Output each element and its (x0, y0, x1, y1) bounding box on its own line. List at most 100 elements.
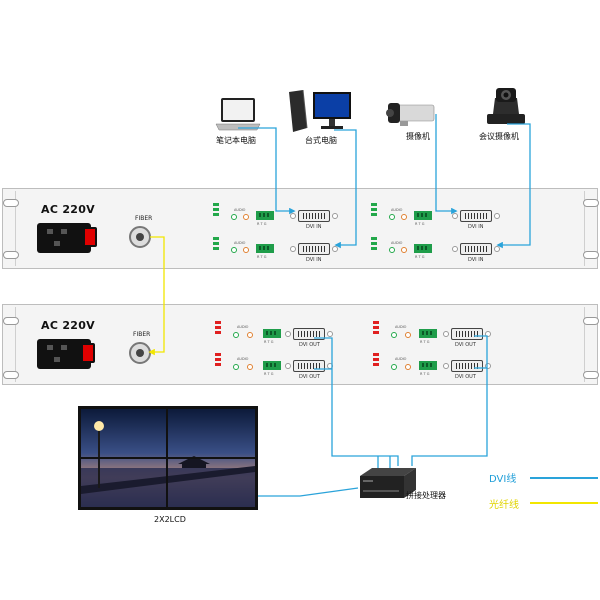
audio-label: AUDIO (234, 241, 246, 245)
dvi-port[interactable] (293, 328, 325, 340)
rack-slot (583, 317, 599, 325)
terminal-label: R T G (420, 340, 430, 344)
power-switch[interactable] (83, 227, 97, 247)
port-screw (443, 331, 449, 337)
legend-dvi-label: DVI线 (489, 474, 517, 485)
status-leds (213, 237, 219, 252)
rack-slot (583, 199, 599, 207)
terminal-block[interactable] (414, 244, 432, 253)
rack-slot (3, 317, 19, 325)
dvi-port[interactable] (460, 210, 492, 222)
audio-jack[interactable] (233, 364, 239, 370)
dvi-in-label: DVI IN (306, 224, 322, 230)
audio-jack[interactable] (247, 364, 253, 370)
terminal-label: R T G (415, 255, 425, 259)
audio-jack[interactable] (401, 247, 407, 253)
audio-jack[interactable] (391, 332, 397, 338)
port-screw (452, 246, 458, 252)
port-screw (485, 331, 491, 337)
audio-jack[interactable] (243, 247, 249, 253)
audio-jack[interactable] (391, 364, 397, 370)
terminal-label: R T G (257, 222, 267, 226)
fiber-label: FIBER (135, 215, 153, 222)
dvi-port[interactable] (451, 360, 483, 372)
audio-label: AUDIO (237, 325, 249, 329)
lcd-label: 2X2LCD (154, 515, 186, 524)
status-leds (213, 203, 219, 218)
terminal-label: R T G (415, 222, 425, 226)
status-leds (215, 353, 221, 368)
audio-jack[interactable] (247, 332, 253, 338)
dvi-in-label: DVI IN (468, 224, 484, 230)
power-switch[interactable] (81, 343, 95, 363)
camera-label: 摄像机 (406, 132, 430, 141)
status-leds (373, 353, 379, 368)
terminal-label: R T G (264, 372, 274, 376)
laptop-icon (215, 98, 261, 131)
fiber-connector[interactable] (129, 226, 151, 248)
camera-icon (386, 103, 435, 126)
terminal-block[interactable] (256, 244, 274, 253)
video-wall-icon (78, 406, 258, 510)
port-screw (285, 331, 291, 337)
audio-label: AUDIO (391, 208, 403, 212)
ptz-camera-icon (487, 88, 525, 124)
dvi-port[interactable] (451, 328, 483, 340)
terminal-label: R T G (420, 372, 430, 376)
port-screw (290, 246, 296, 252)
receiver-unit: AC 220V FIBER AUDIO R T G DVI OUT AUDIO … (2, 304, 599, 385)
laptop-label: 笔记本电脑 (216, 136, 256, 145)
port-screw (285, 363, 291, 369)
legend-fiber-label: 光纤线 (489, 500, 519, 511)
audio-jack[interactable] (389, 247, 395, 253)
terminal-block[interactable] (419, 361, 437, 370)
processor-label: 拼接处理器 (406, 491, 446, 500)
dvi-port[interactable] (460, 243, 492, 255)
dvi-port[interactable] (298, 243, 330, 255)
terminal-block[interactable] (263, 329, 281, 338)
conference-camera-label: 会议摄像机 (479, 132, 519, 141)
power-socket (37, 223, 91, 253)
audio-label: AUDIO (237, 357, 249, 361)
terminal-block[interactable] (414, 211, 432, 220)
audio-label: AUDIO (234, 208, 246, 212)
status-leds (371, 203, 377, 218)
audio-jack[interactable] (231, 247, 237, 253)
power-label: AC 220V (41, 203, 95, 216)
dvi-out-label: DVI OUT (455, 374, 476, 380)
port-screw (494, 213, 500, 219)
rack-slot (583, 371, 599, 379)
audio-jack[interactable] (389, 214, 395, 220)
audio-jack[interactable] (243, 214, 249, 220)
processor-icon (360, 468, 416, 498)
dvi-port[interactable] (298, 210, 330, 222)
audio-label: AUDIO (395, 357, 407, 361)
audio-jack[interactable] (231, 214, 237, 220)
fiber-label: FIBER (133, 331, 151, 338)
dvi-out-label: DVI OUT (455, 342, 476, 348)
dvi-out-label: DVI OUT (299, 342, 320, 348)
terminal-label: R T G (264, 340, 274, 344)
terminal-label: R T G (257, 255, 267, 259)
terminal-block[interactable] (263, 361, 281, 370)
terminal-block[interactable] (419, 329, 437, 338)
dvi-out-label: DVI OUT (299, 374, 320, 380)
rack-slot (3, 251, 19, 259)
audio-jack[interactable] (405, 332, 411, 338)
port-screw (332, 213, 338, 219)
transmitter-unit: AC 220V FIBER AUDIO R T G DVI IN AUDIO R… (2, 188, 599, 269)
dvi-in-label: DVI IN (468, 257, 484, 263)
dvi-in-label: DVI IN (306, 257, 322, 263)
audio-label: AUDIO (395, 325, 407, 329)
audio-jack[interactable] (401, 214, 407, 220)
status-leds (371, 237, 377, 252)
status-leds (215, 321, 221, 336)
terminal-block[interactable] (256, 211, 274, 220)
desktop-icon (289, 89, 351, 132)
power-label: AC 220V (41, 319, 95, 332)
audio-label: AUDIO (391, 241, 403, 245)
audio-jack[interactable] (405, 364, 411, 370)
audio-jack[interactable] (233, 332, 239, 338)
rack-slot (3, 371, 19, 379)
